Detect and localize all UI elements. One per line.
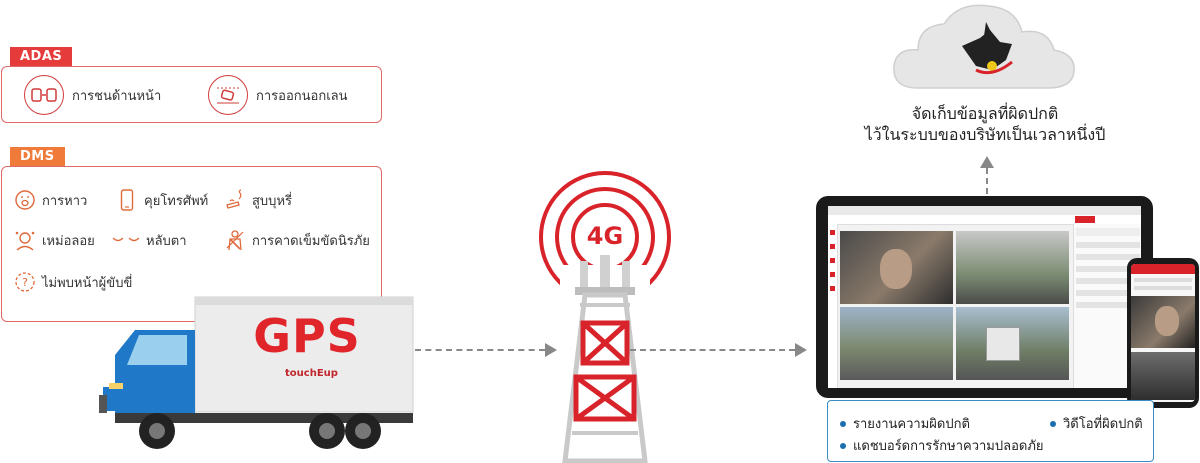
adas-tag: ADAS bbox=[10, 47, 72, 67]
phone-screen bbox=[1131, 264, 1195, 402]
truck-box-text: GPS bbox=[242, 310, 372, 362]
driver-not-found-icon: ? bbox=[14, 271, 36, 293]
arrow-tower-to-laptop bbox=[630, 349, 795, 351]
dms-tag: DMS bbox=[10, 147, 65, 167]
dms-item-seatbelt: การคาดเข็มขัดนิรภัย bbox=[224, 229, 370, 251]
front-collision-icon bbox=[24, 75, 64, 115]
screen-sidebar bbox=[828, 224, 838, 388]
distraction-icon bbox=[14, 229, 36, 251]
legend-item-label: รายงานความผิดปกติ bbox=[853, 413, 970, 434]
cloud-illustration bbox=[888, 0, 1080, 95]
cloud-caption-line1: จัดเก็บข้อมูลที่ผิดปกติ bbox=[835, 103, 1135, 124]
dms-item-label: การคาดเข็มขัดนิรภัย bbox=[252, 230, 370, 251]
truck-brand: touchEup bbox=[285, 368, 338, 379]
video-feed-road bbox=[840, 307, 953, 380]
dms-item-distraction: เหม่อลอย bbox=[14, 229, 95, 251]
features-legend: รายงานความผิดปกติ วิดีโอที่ผิดปกติ แดชบอ… bbox=[827, 400, 1154, 462]
arrow-up-icon bbox=[979, 154, 995, 170]
dms-item-label: หลับตา bbox=[146, 230, 187, 251]
dms-item-eyes-closed: หลับตา bbox=[112, 229, 187, 251]
legend-item: วิดีโอที่ผิดปกติ bbox=[1050, 413, 1143, 434]
dms-item-label: สูบบุหรี่ bbox=[252, 190, 292, 211]
video-feed-side bbox=[956, 231, 1069, 304]
adas-item-front-collision: การชนด้านหน้า bbox=[24, 75, 161, 115]
cell-tower-illustration bbox=[520, 165, 690, 463]
video-feed-cabin bbox=[840, 231, 953, 304]
seatbelt-icon bbox=[224, 229, 246, 251]
lane-departure-icon bbox=[208, 75, 248, 115]
cloud-caption-line2: ไว้ในระบบของบริษัทเป็นเวลาหนึ่งปี bbox=[835, 124, 1135, 145]
laptop-screen bbox=[828, 206, 1141, 388]
adas-item-label: การออกนอกเลน bbox=[256, 85, 348, 106]
screen-titlebar bbox=[828, 206, 1141, 215]
adas-panel: การชนด้านหน้า การออกนอกเลน bbox=[1, 66, 382, 123]
dms-item-label: คุยโทรศัพท์ bbox=[144, 190, 208, 211]
phone-icon bbox=[116, 189, 138, 211]
dms-item-label: ไม่พบหน้าผู้ขับขี่ bbox=[42, 272, 132, 293]
legend-item: รายงานความผิดปกติ bbox=[840, 413, 970, 434]
dms-item-yawning: การหาว bbox=[14, 189, 87, 211]
adas-item-label: การชนด้านหน้า bbox=[72, 85, 161, 106]
video-feed-rear bbox=[956, 307, 1069, 380]
bullet-icon bbox=[840, 421, 846, 427]
arrow-head-icon bbox=[793, 342, 809, 358]
arrow-laptop-to-cloud bbox=[986, 168, 988, 194]
dms-item-driver-not-found: ? ไม่พบหน้าผู้ขับขี่ bbox=[14, 271, 132, 293]
dms-item-label: เหม่อลอย bbox=[42, 230, 95, 251]
bullet-icon bbox=[840, 443, 846, 449]
adas-item-lane-departure: การออกนอกเลน bbox=[208, 75, 348, 115]
smoking-icon bbox=[224, 189, 246, 211]
eyes-closed-icon bbox=[112, 229, 140, 251]
bullet-icon bbox=[1050, 421, 1056, 427]
svg-text:?: ? bbox=[22, 276, 28, 289]
legend-item: แดชบอร์ดการรักษาความปลอดภัย bbox=[840, 435, 1044, 456]
dms-item-phone: คุยโทรศัพท์ bbox=[116, 189, 208, 211]
dms-item-smoking: สูบบุหรี่ bbox=[224, 189, 292, 211]
legend-item-label: แดชบอร์ดการรักษาความปลอดภัย bbox=[853, 435, 1044, 456]
yawning-icon bbox=[14, 189, 36, 211]
tower-label: 4G bbox=[575, 221, 635, 251]
legend-item-label: วิดีโอที่ผิดปกติ bbox=[1063, 413, 1143, 434]
dms-item-label: การหาว bbox=[42, 190, 87, 211]
